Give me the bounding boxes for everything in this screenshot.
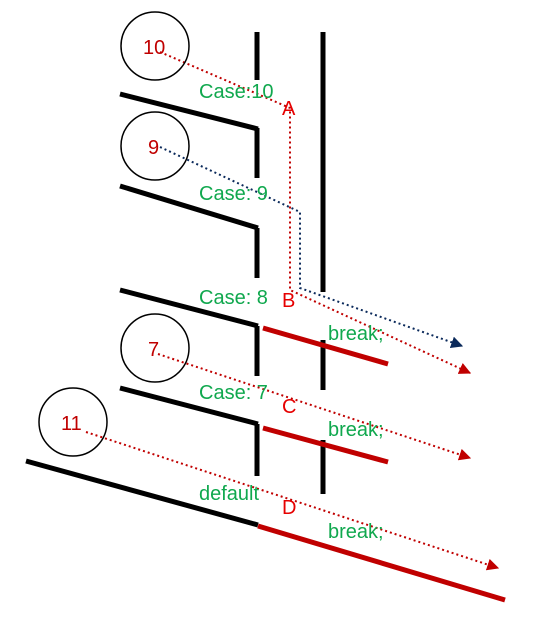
break-ramp-1 (262, 325, 389, 367)
break-label-2: break; (328, 419, 384, 441)
point-label-b: B (282, 290, 295, 312)
case-label-7: Case: 7 (199, 382, 268, 404)
path-input-9 (159, 146, 464, 349)
case-label-9: Case: 9 (199, 183, 268, 205)
path-input-11 (85, 431, 500, 571)
ramp-case-10 (119, 91, 259, 132)
ramp-case-8 (119, 287, 259, 329)
path-input-10 (159, 51, 472, 374)
input-label-11: 11 (61, 413, 82, 435)
ramp-case-9 (119, 183, 259, 231)
ramp-default (25, 458, 259, 528)
input-label-9: 9 (148, 137, 159, 159)
point-label-d: D (282, 497, 296, 519)
input-circle-9 (120, 111, 190, 181)
input-circle-11 (38, 387, 108, 457)
break-label-1: break; (328, 323, 384, 345)
break-label-3: break; (328, 521, 384, 543)
case-label-8: Case: 8 (199, 287, 268, 309)
ramp-case-7 (119, 385, 259, 427)
input-label-10: 10 (143, 37, 165, 59)
break-ramp-2 (262, 425, 389, 465)
case-label-default: default (199, 483, 259, 505)
point-label-a: A (282, 98, 296, 120)
input-circle-10 (120, 11, 190, 81)
case-label-10: Case:10 (199, 81, 274, 103)
break-ramp-3 (257, 523, 506, 603)
point-label-c: C (282, 396, 296, 418)
input-label-7: 7 (148, 339, 159, 361)
input-circle-7 (120, 313, 190, 383)
